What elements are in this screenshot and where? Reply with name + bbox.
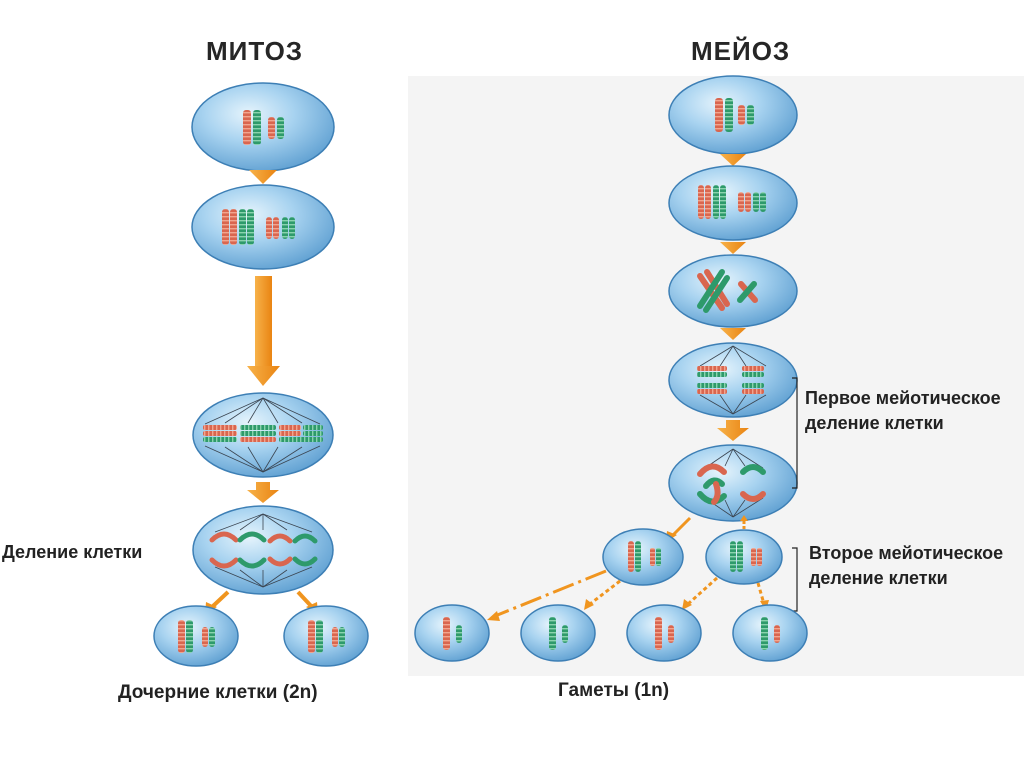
mitosis-daughter-cell-left [153, 605, 239, 667]
mitosis-cell-anaphase [192, 505, 334, 595]
gamete-cell-2 [520, 604, 596, 662]
mitosis-daughter-label: Дочерние клетки (2n) [118, 682, 318, 703]
mitosis-arrows-to-daughters [205, 590, 318, 614]
gamete-cell-1 [414, 604, 490, 662]
meiosis-arrow-2 [720, 242, 746, 254]
mitosis-cell-metaphase [192, 392, 334, 478]
second-division-bracket [792, 547, 798, 612]
mitosis-long-arrow [247, 276, 280, 386]
meiosis-cell-1 [668, 75, 798, 155]
meiosis-second-division-cell-left [602, 528, 684, 586]
meiosis-arrow-4 [717, 420, 749, 441]
meiosis-arrow-3 [720, 328, 746, 340]
meiosis-first-division-label: Первое мейотическое деление клетки [805, 388, 1001, 433]
meiosis-gametes-label: Гаметы (1n) [558, 680, 670, 701]
gamete-cell-3 [626, 604, 702, 662]
mitosis-daughter-cell-right [283, 605, 369, 667]
meiosis-cell-metaphase-1 [668, 342, 798, 418]
meiosis-title: МЕЙОЗ [691, 36, 791, 66]
first-division-bracket [792, 377, 798, 489]
mitosis-arrow-2 [247, 482, 279, 503]
mitosis-division-label: Деление клетки [2, 542, 143, 562]
gamete-cell-4 [732, 604, 808, 662]
mitosis-arrow-1 [249, 170, 277, 184]
meiosis-second-division-label: Второе мейотическое деление клетки [809, 543, 1004, 588]
meiosis-cell-2 [668, 165, 798, 241]
meiosis-arrows-to-gametes [494, 569, 766, 618]
meiosis-cell-crossing-over [668, 254, 798, 328]
mitosis-cell-1 [191, 82, 335, 172]
meiosis-second-division-cell-right [705, 529, 783, 585]
mitosis-cell-2 [191, 184, 335, 270]
meiosis-cell-anaphase-1 [668, 444, 798, 522]
mitosis-title: МИТОЗ [206, 36, 304, 66]
meiosis-arrow-1 [720, 154, 746, 166]
